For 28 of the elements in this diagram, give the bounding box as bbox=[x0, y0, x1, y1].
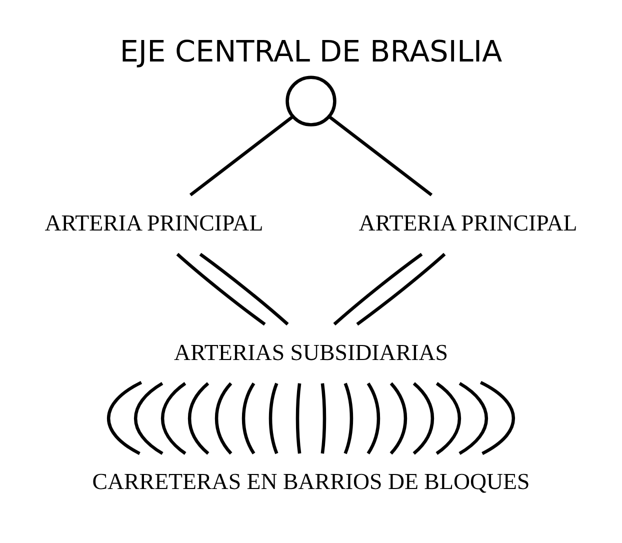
connector bbox=[296, 382, 302, 454]
connector bbox=[356, 252, 446, 326]
connector bbox=[366, 382, 380, 454]
connector bbox=[320, 382, 326, 454]
node-text: CARRETERAS EN BARRIOS DE BLOQUES bbox=[92, 468, 530, 494]
node-text: ARTERIA PRINCIPAL bbox=[44, 210, 264, 236]
diagram-title: EJE CENTRAL DE BRASILIA bbox=[120, 34, 502, 68]
connector bbox=[333, 252, 423, 325]
connector bbox=[199, 252, 289, 325]
node-circle bbox=[286, 75, 336, 126]
connector bbox=[107, 380, 142, 454]
connector bbox=[458, 382, 488, 454]
connector bbox=[214, 382, 232, 454]
connector bbox=[328, 115, 433, 196]
connector bbox=[480, 380, 515, 454]
connector bbox=[390, 382, 408, 454]
node-text: ARTERIA PRINCIPAL bbox=[358, 210, 578, 236]
connector bbox=[412, 382, 434, 454]
connector bbox=[176, 252, 266, 326]
connector bbox=[268, 382, 278, 454]
connector bbox=[344, 382, 354, 454]
connector bbox=[436, 382, 462, 454]
connector bbox=[189, 115, 294, 196]
connector bbox=[134, 382, 164, 454]
connector bbox=[160, 382, 186, 454]
node-text: ARTERIAS SUBSIDIARIAS bbox=[174, 339, 448, 364]
connector bbox=[242, 382, 256, 454]
connector bbox=[188, 382, 210, 454]
